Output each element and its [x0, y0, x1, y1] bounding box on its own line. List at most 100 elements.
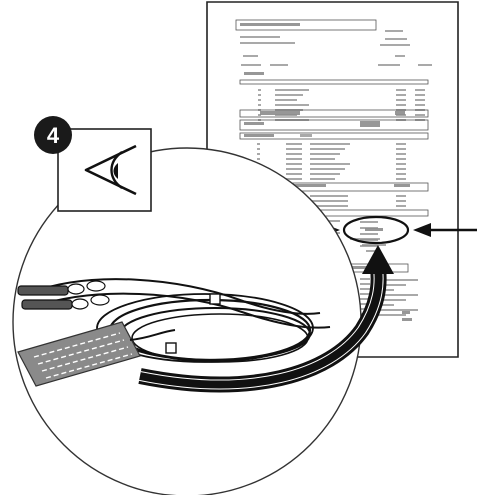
- document-text-line: [286, 178, 302, 180]
- document-text-line: [240, 23, 300, 26]
- document-text-line: [275, 89, 309, 91]
- highlight-ellipse-icon: [342, 215, 410, 245]
- document-text-line: [380, 44, 410, 46]
- document-text-line: [310, 168, 345, 170]
- document-text-line: [360, 303, 370, 305]
- document-text-line: [310, 200, 348, 202]
- document-text-line: [286, 158, 302, 160]
- document-text-line: [396, 99, 406, 101]
- document-text-line: [286, 184, 326, 187]
- document-table-rule: [239, 132, 429, 140]
- document-text-line: [310, 143, 350, 145]
- document-text-line: [394, 184, 410, 187]
- document-text-line: [396, 153, 406, 155]
- document-text-line: [396, 104, 406, 106]
- document-text-line: [395, 111, 405, 115]
- document-text-line: [396, 205, 406, 207]
- document-table-rule: [239, 109, 429, 118]
- document-text-line: [366, 250, 380, 252]
- document-text-line: [396, 200, 406, 202]
- document-text-line: [244, 134, 274, 137]
- document-text-line: [260, 111, 300, 115]
- document-text-line: [396, 173, 406, 175]
- document-text-line: [396, 89, 406, 91]
- document-text-line: [258, 89, 261, 91]
- zoom-circle: [12, 147, 362, 495]
- document-text-line: [360, 221, 378, 223]
- arrow-left-icon: [413, 223, 477, 237]
- document-text-line: [365, 228, 383, 231]
- document-text-line: [310, 195, 348, 197]
- document-text-line: [360, 293, 370, 295]
- document-text-line: [396, 143, 406, 145]
- document-text-line: [360, 278, 370, 280]
- document-table-rule: [239, 119, 429, 131]
- document-text-line: [360, 298, 370, 300]
- document-text-line: [286, 143, 302, 145]
- document-text-line: [310, 148, 345, 150]
- document-text-line: [415, 89, 425, 91]
- document-text-line: [360, 233, 378, 235]
- document-text-line: [378, 64, 400, 66]
- document-text-line: [258, 114, 261, 116]
- document-text-line: [378, 299, 406, 301]
- document-text-line: [258, 94, 261, 96]
- document-text-line: [275, 99, 297, 101]
- document-text-line: [396, 168, 406, 170]
- document-text-line: [418, 64, 432, 66]
- document-text-line: [257, 158, 260, 160]
- document-text-line: [244, 122, 264, 125]
- document-text-line: [385, 38, 407, 40]
- document-text-line: [257, 148, 260, 150]
- document-text-line: [275, 94, 303, 96]
- document-text-line: [310, 173, 340, 175]
- document-text-line: [300, 134, 312, 137]
- document-text-line: [415, 99, 425, 101]
- document-text-line: [310, 158, 335, 160]
- document-text-line: [286, 148, 302, 150]
- document-text-line: [310, 153, 340, 155]
- step-number-badge: 4: [34, 116, 72, 154]
- document-text-line: [396, 195, 406, 197]
- sensor-cable-icon: [17, 278, 331, 387]
- document-table-rule: [235, 19, 377, 31]
- document-text-line: [378, 304, 394, 306]
- document-text-line: [244, 72, 264, 75]
- document-text-line: [240, 36, 280, 38]
- document-table-rule: [239, 79, 429, 85]
- document-text-line: [378, 279, 418, 281]
- document-text-line: [396, 178, 406, 180]
- document-text-line: [415, 94, 425, 96]
- document-text-line: [360, 121, 380, 127]
- document-text-line: [360, 288, 370, 290]
- document-text-line: [415, 104, 425, 106]
- document-text-line: [395, 55, 405, 57]
- document-text-line: [378, 284, 406, 286]
- document-text-line: [310, 205, 348, 207]
- document-text-line: [396, 94, 406, 96]
- document-text-line: [396, 148, 406, 150]
- document-text-line: [350, 238, 380, 240]
- document-text-line: [402, 318, 412, 321]
- document-text-line: [360, 283, 370, 285]
- document-text-line: [286, 168, 302, 170]
- document-text-line: [243, 55, 258, 57]
- document-text-line: [378, 314, 406, 316]
- document-text-line: [258, 104, 261, 106]
- document-text-line: [415, 114, 425, 116]
- eye-icon: [57, 128, 152, 212]
- document-text-line: [396, 158, 406, 160]
- document-text-line: [286, 173, 302, 175]
- document-text-line: [240, 42, 295, 44]
- document-text-line: [396, 163, 406, 165]
- document-text-line: [310, 163, 350, 165]
- document-text-line: [362, 244, 386, 246]
- step-number: 4: [47, 123, 60, 148]
- document-text-line: [270, 64, 288, 66]
- document-text-line: [385, 30, 403, 32]
- document-text-line: [378, 289, 394, 291]
- document-text-line: [258, 99, 261, 101]
- document-text-line: [257, 143, 260, 145]
- document-text-line: [402, 311, 410, 314]
